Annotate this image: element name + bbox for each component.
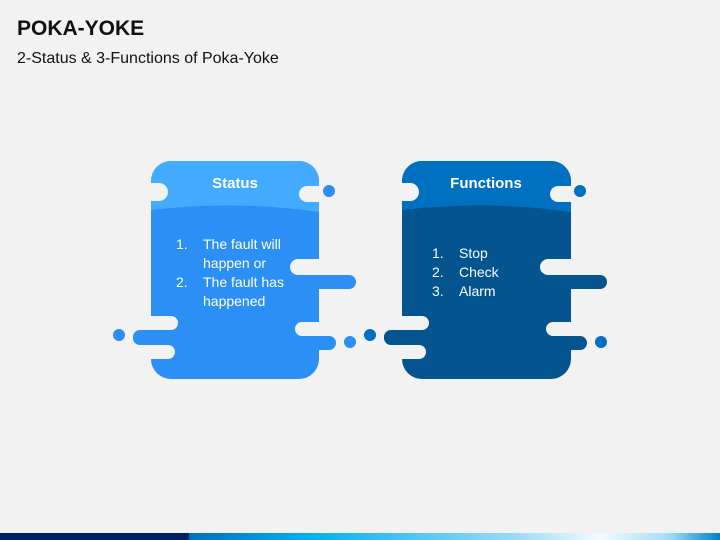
list-item: 2. The fault has happened (176, 273, 296, 311)
page-subtitle: 2-Status & 3-Functions of Poka-Yoke (17, 50, 279, 67)
page-title: POKA-YOKE (17, 17, 145, 40)
item-text: Alarm (459, 283, 496, 299)
list-item: 3. Alarm (432, 282, 542, 301)
functions-card-shape (364, 161, 607, 379)
item-number: 3. (432, 283, 444, 299)
functions-list: 1. Stop 2. Check 3. Alarm (432, 244, 542, 301)
item-text: The fault has happened (203, 274, 284, 309)
item-number: 1. (432, 245, 444, 261)
status-heading: Status (212, 175, 258, 192)
list-item: 2. Check (432, 263, 542, 282)
item-number: 1. (176, 236, 188, 252)
list-item: 1. Stop (432, 244, 542, 263)
item-text: The fault will happen or (203, 236, 281, 271)
status-list: 1. The fault will happen or 2. The fault h… (176, 235, 296, 311)
dot (323, 185, 335, 197)
footer-gradient-bar (0, 533, 720, 540)
item-number: 2. (432, 264, 444, 280)
item-number: 2. (176, 274, 188, 290)
item-text: Check (459, 264, 499, 280)
list-item: 1. The fault will happen or (176, 235, 296, 273)
item-text: Stop (459, 245, 488, 261)
functions-heading: Functions (450, 175, 522, 192)
status-card-shape (113, 161, 356, 379)
